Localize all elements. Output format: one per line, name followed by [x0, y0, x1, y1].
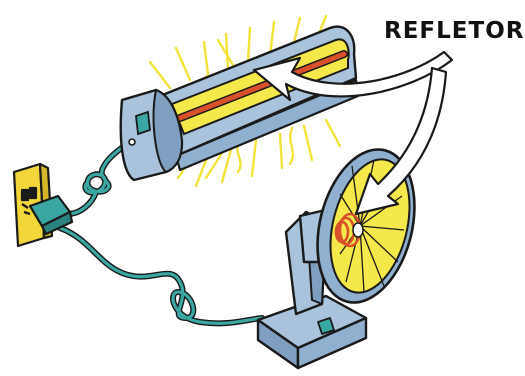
wall-outlet-icon — [14, 164, 72, 246]
reflector-label: REFLETOR — [384, 18, 524, 44]
bar-heater-icon — [121, 16, 358, 186]
